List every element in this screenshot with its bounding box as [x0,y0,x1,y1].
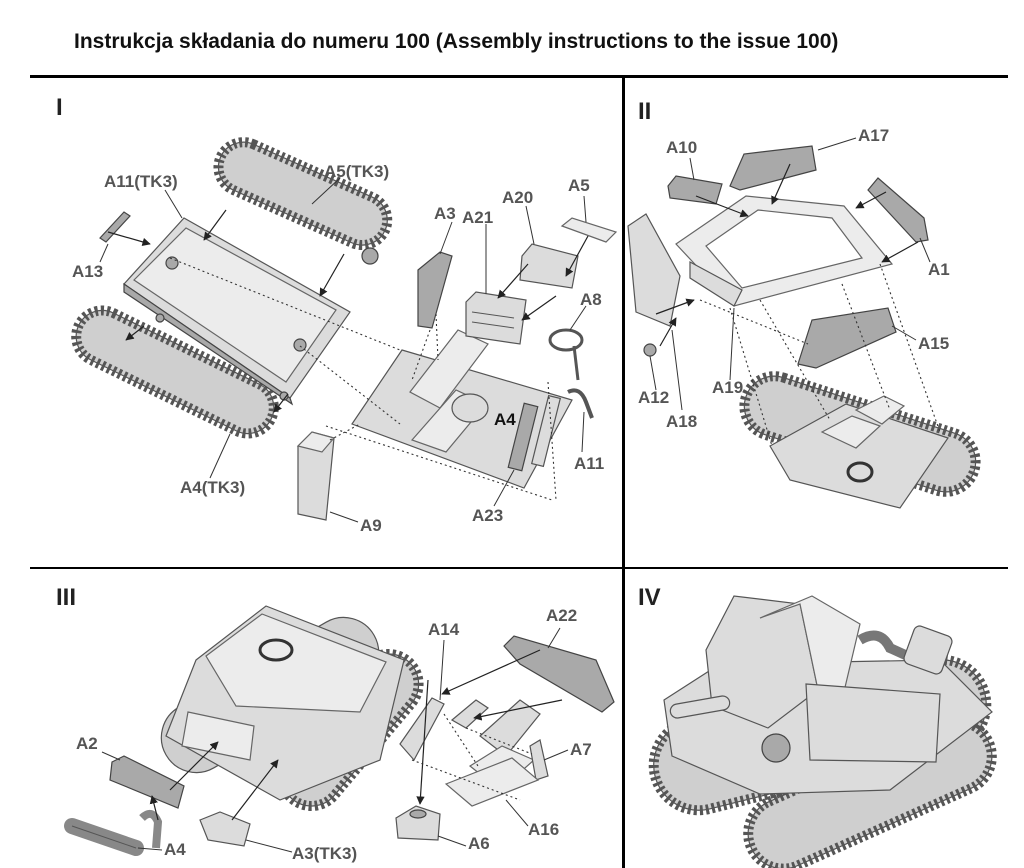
part-a5 [560,217,618,243]
label-a14: A14 [428,620,460,639]
label-a16: A16 [528,820,560,839]
panel-number-3: III [56,584,77,611]
label-a17: A17 [858,126,890,145]
label-a4: A4 [494,410,516,429]
label-a9: A9 [360,516,382,535]
label-a8: A8 [580,290,602,309]
label-a13: A13 [72,262,104,281]
right-panel-divider [625,567,1008,569]
label-a2: A2 [76,734,98,753]
panel-3-art [64,605,615,856]
part-a9 [296,431,336,521]
label-a3: A3 [434,204,456,223]
part-a11-lever [567,388,594,419]
label-a19: A19 [712,378,744,397]
label-a5: A5 [568,176,590,195]
label-a6: A6 [468,834,490,853]
floor-plate-a23 [351,329,573,489]
track-a4-tk3 [71,305,279,439]
panel-number-4: IV [638,584,661,611]
panel-number-1: I [56,94,63,121]
label-a4-tk3: A4(TK3) [180,478,246,497]
panel-4-art [648,595,997,868]
panel-2-hull [739,371,981,509]
label-a22: A22 [546,606,578,625]
label-a15: A15 [918,334,950,353]
label-a3-tk3: A3(TK3) [292,844,358,863]
label-a7: A7 [570,740,592,759]
label-a18: A18 [666,412,698,431]
label-a1: A1 [928,260,950,279]
left-panel-divider [30,567,622,569]
label-a21: A21 [462,208,494,227]
label-a11: A11 [574,454,605,473]
label-a5-tk3: A5(TK3) [324,162,390,181]
label-a4-p3: A4 [164,840,186,859]
label-a23: A23 [472,506,504,525]
part-a8-wheel [548,328,584,381]
track-a5-tk3 [213,137,393,265]
part-a3 [417,251,453,329]
label-a12: A12 [638,388,670,407]
panel-2-art [627,137,981,509]
part-a20 [519,243,579,289]
page-title: Instrukcja składania do numeru 100 (Asse… [74,30,839,53]
hull-tub-a11 [123,217,351,406]
part-a13 [99,211,131,243]
label-a10: A10 [666,138,698,157]
panel-number-2: II [638,98,652,125]
label-a11-tk3: A11(TK3) [104,172,178,191]
part-a21 [465,291,527,345]
center-divider-vertical [622,78,625,868]
panel-1-art [71,137,618,523]
title-rule [30,75,1008,78]
label-a20: A20 [502,188,534,207]
